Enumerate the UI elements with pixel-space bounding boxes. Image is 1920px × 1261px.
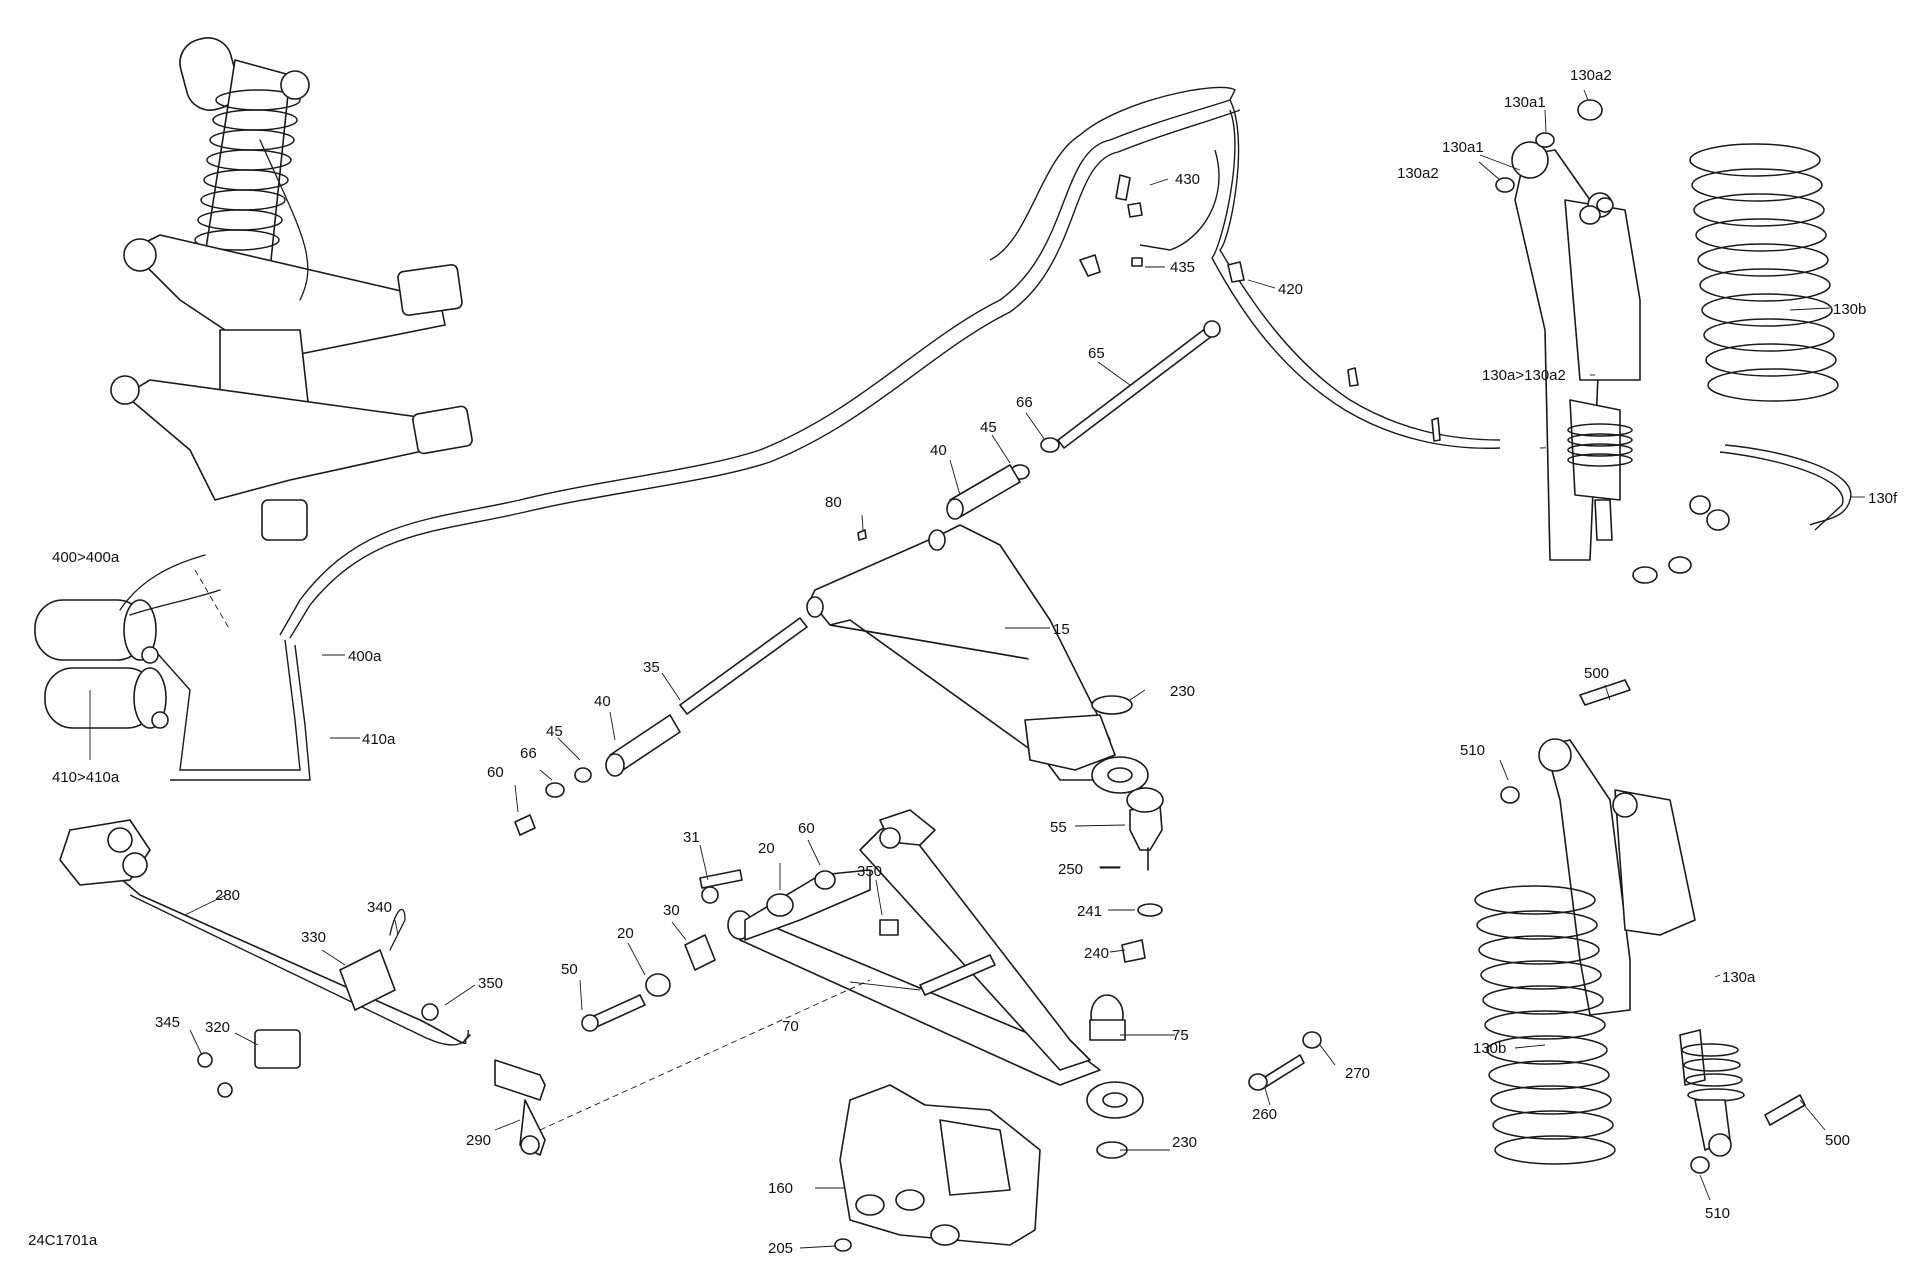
lower-ball-joint [1089,994,1128,1159]
coil-spring-right [1689,143,1839,402]
callout-320: 320 [205,1019,230,1036]
callout-510-bottom: 510 [1705,1205,1730,1222]
reservoir-assemblies [34,554,221,729]
callout-45-left: 45 [546,723,563,740]
leader-lines [89,89,1865,1249]
diagram-id: 24C1701a [28,1232,98,1249]
callout-40-top: 40 [930,442,947,459]
callout-130a2-top: 130a2 [1570,67,1612,84]
upper-ball-joint [1091,695,1164,963]
callout-330: 330 [301,929,326,946]
callout-260: 260 [1252,1106,1277,1123]
callout-130f: 130f [1868,490,1898,507]
callout-labels: 130a2 130a1 130a1 130a2 430 435 420 130b… [52,67,1898,1257]
coil-spring-left [1474,885,1616,1165]
callout-500-top: 500 [1584,665,1609,682]
callout-205: 205 [768,1240,793,1257]
mounting-bracket [834,1084,1041,1252]
callout-20-left: 20 [617,925,634,942]
callout-45-top: 45 [980,419,997,436]
callout-500-bottom: 500 [1825,1132,1850,1149]
front-shock-assembly [1500,679,1806,1174]
callout-31: 31 [683,829,700,846]
callout-130a1-mid: 130a1 [1442,139,1484,156]
callout-430: 430 [1175,171,1200,188]
callout-60-left: 60 [487,764,504,781]
callout-130a1-top: 130a1 [1504,94,1546,111]
callout-65: 65 [1088,345,1105,362]
callout-230-top: 230 [1170,683,1195,700]
callout-410a: 410a [362,731,396,748]
callout-350-left: 350 [478,975,503,992]
rear-shock-exploded [1495,99,1730,584]
callout-50: 50 [561,961,578,978]
assembled-suspension-view [110,37,473,541]
callout-410-range: 410>410a [52,769,120,786]
callout-130a: 130a [1722,969,1756,986]
callout-130b-left: 130b [1473,1040,1506,1057]
callout-60-mid: 60 [798,820,815,837]
callout-35: 35 [643,659,660,676]
callout-240: 240 [1084,945,1109,962]
callout-230-bottom: 230 [1172,1134,1197,1151]
callout-400-range: 400>400a [52,549,120,566]
assembled-spring [194,89,301,251]
callout-130a2-left: 130a2 [1397,165,1439,182]
callout-130a-range: 130a>130a2 [1482,367,1566,384]
callout-80: 80 [825,494,842,511]
callout-70: 70 [782,1018,799,1035]
callout-280: 280 [215,887,240,904]
callout-20-top: 20 [758,840,775,857]
sway-bar [59,819,546,1156]
callout-250: 250 [1058,861,1083,878]
callout-290: 290 [466,1132,491,1149]
callout-241: 241 [1077,903,1102,920]
callout-340: 340 [367,899,392,916]
pivot-hardware-upper [514,320,1221,836]
shock-collar-rings [1567,423,1633,467]
callout-435: 435 [1170,259,1195,276]
callout-30: 30 [663,902,680,919]
callout-160: 160 [768,1180,793,1197]
callout-15: 15 [1053,621,1070,638]
pivot-hardware-lower [581,869,899,1032]
callout-510-top: 510 [1460,742,1485,759]
callout-270: 270 [1345,1065,1370,1082]
fasteners-misc [1248,1031,1322,1091]
callout-350-mid: 350 [857,863,882,880]
callout-66-top: 66 [1016,394,1033,411]
line-clips [1079,174,1441,442]
callout-420: 420 [1278,281,1303,298]
callout-55: 55 [1050,819,1067,836]
callout-400a: 400a [348,648,382,665]
callout-130b-right: 130b [1833,301,1866,318]
callout-75: 75 [1172,1027,1189,1044]
callout-345: 345 [155,1014,180,1031]
lower-a-arm [727,809,1144,1119]
upper-a-arm [806,524,1149,794]
callout-66-left: 66 [520,745,537,762]
callout-40-left: 40 [594,693,611,710]
